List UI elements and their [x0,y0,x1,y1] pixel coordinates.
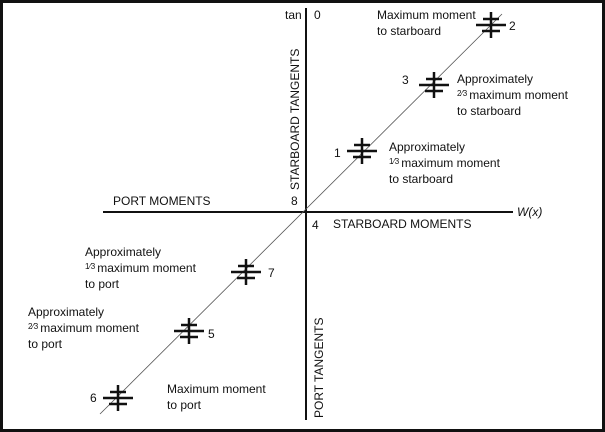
point-label-line3: to port [85,277,120,291]
point-number: 3 [402,73,409,87]
port-tangents-label: PORT TANGENTS [312,318,326,418]
origin-upper-number: 8 [291,194,298,208]
point-label-line1: Approximately [389,140,465,154]
origin-lower-number: 4 [312,218,319,232]
heel-marker-icon [174,318,204,344]
tan-zero-label: 0 [314,8,321,22]
starboard-moments-label: STARBOARD MOMENTS [333,217,471,231]
fraction: 1⁄3 [85,262,96,271]
point-number: 6 [90,391,97,405]
point-label-line1: Maximum moment [377,8,476,22]
fraction: 1⁄3 [389,157,400,166]
point-number: 2 [509,19,516,33]
point-6: 6 Maximum moment to port [90,382,266,412]
port-moments-label: PORT MOMENTS [113,194,211,208]
point-label-line3: to starboard [389,172,453,186]
point-label-line2: to port [167,398,202,412]
point-number: 1 [334,146,341,160]
heel-marker-icon [476,12,506,38]
point-label-line3: to port [28,337,63,351]
w-x-label: W(x) [517,205,542,219]
point-label-line2: to starboard [377,24,441,38]
heel-marker-icon [347,138,377,164]
fraction: 2⁄3 [28,322,39,331]
point-2: 2 Maximum moment to starboard [377,8,516,38]
starboard-tangents-label: STARBOARD TANGENTS [288,49,302,190]
heel-marker-icon [419,72,449,98]
point-number: 7 [268,266,275,280]
point-number: 5 [208,327,215,341]
point-label-line3: to starboard [457,104,521,118]
point-label-line1: Approximately [457,72,533,86]
point-label-line1: Maximum moment [167,382,266,396]
point-label-line1: Approximately [85,245,161,259]
heel-marker-icon [103,385,133,411]
tan-label: tan [285,8,302,22]
point-label-line1: Approximately [28,305,104,319]
heel-marker-icon [231,259,261,285]
fraction: 2⁄3 [457,89,468,98]
